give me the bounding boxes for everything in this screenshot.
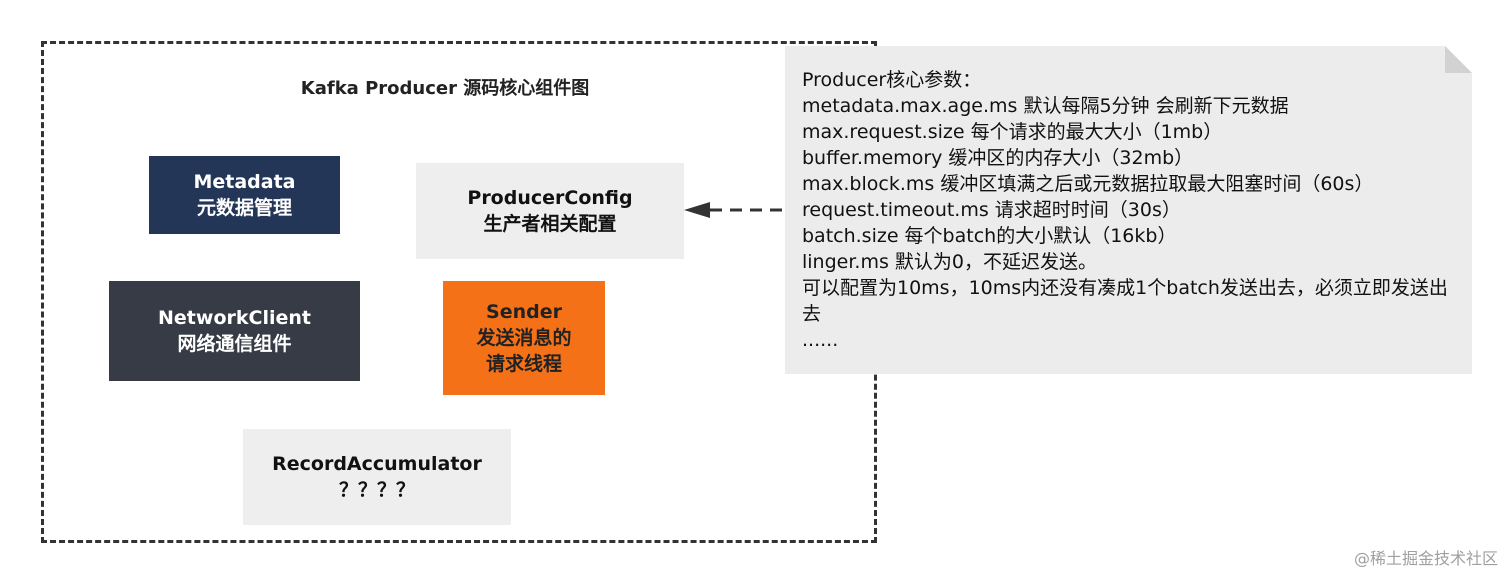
note-line: Producer核心参数：: [802, 69, 982, 91]
note-line: buffer.memory 缓冲区的内存大小（32mb）: [802, 147, 1194, 169]
metadata-description: 元数据管理: [196, 197, 292, 219]
sender-component: Sender 发送消息的 请求线程: [443, 281, 605, 395]
metadata-component: Metadata 元数据管理: [149, 156, 340, 234]
producer-config-component: ProducerConfig 生产者相关配置: [416, 163, 684, 259]
note-line: batch.size 每个batch的大小默认（16kb）: [802, 225, 1177, 247]
producer-config-name: ProducerConfig: [467, 187, 633, 209]
note-line: request.timeout.ms 请求超时时间（30s）: [802, 199, 1181, 221]
network-client-description: 网络通信组件: [177, 333, 292, 355]
note-line: max.request.size 每个请求的最大大小（1mb）: [802, 121, 1223, 143]
network-client-component: NetworkClient 网络通信组件: [109, 281, 360, 381]
producer-config-description: 生产者相关配置: [483, 213, 617, 235]
config-note-text: Producer核心参数： metadata.max.age.ms 默认每隔5分…: [802, 67, 1462, 353]
network-client-name: NetworkClient: [158, 307, 311, 329]
note-line: ......: [802, 329, 839, 351]
note-to-config-arrow: [684, 202, 788, 218]
record-accumulator-name: RecordAccumulator: [272, 453, 482, 475]
sender-description-line2: 请求线程: [485, 353, 562, 375]
arrow-head: [684, 202, 710, 218]
sender-name: Sender: [486, 301, 562, 323]
config-note: [785, 46, 1472, 374]
watermark: @稀土掘金技术社区: [1353, 549, 1498, 568]
sender-description-line1: 发送消息的: [476, 327, 572, 349]
note-line: metadata.max.age.ms 默认每隔5分钟 会刷新下元数据: [802, 95, 1289, 117]
note-line: linger.ms 默认为0，不延迟发送。: [802, 251, 1097, 273]
note-line: 可以配置为10ms，10ms内还没有凑成1个batch发送出去，必须立即发送出去: [802, 277, 1448, 325]
record-accumulator-component: RecordAccumulator ？？？？: [243, 429, 511, 525]
record-accumulator-description: ？？？？: [338, 479, 415, 501]
note-line: max.block.ms 缓冲区填满之后或元数据拉取最大阻塞时间（60s）: [802, 173, 1374, 195]
diagram-title: Kafka Producer 源码核心组件图: [300, 78, 590, 99]
metadata-name: Metadata: [193, 171, 296, 193]
